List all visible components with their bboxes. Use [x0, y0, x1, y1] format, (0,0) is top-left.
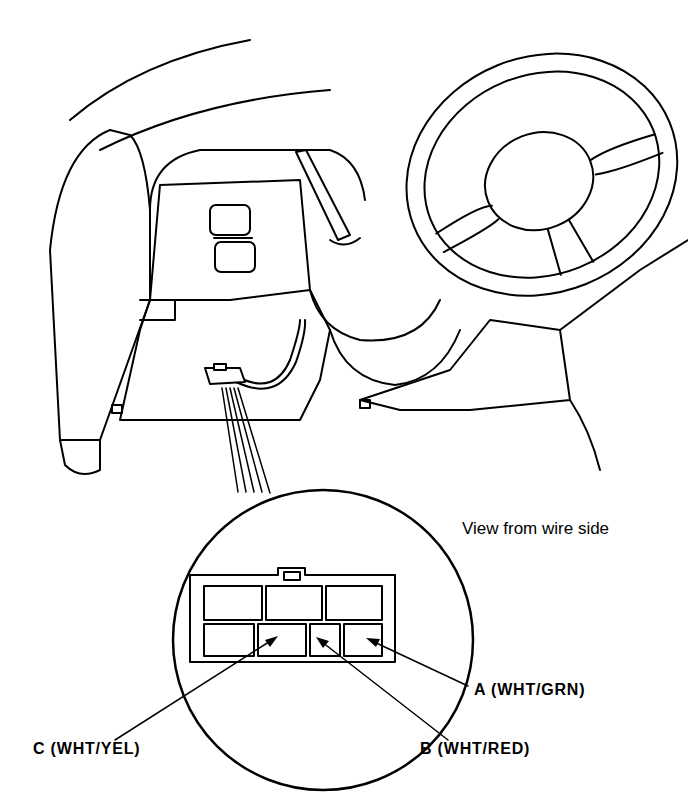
panel-screw [112, 405, 122, 413]
right-kick [570, 400, 600, 470]
dash-top-line [70, 40, 250, 120]
pin-label: B (WHT/RED) [420, 740, 530, 758]
harness-wire [240, 320, 300, 384]
steering-wheel [370, 14, 688, 336]
right-lower-dash [360, 320, 570, 410]
cavity [344, 624, 382, 656]
dash-left-panel [50, 130, 150, 440]
dash-left-foot [60, 440, 100, 474]
cavity [266, 586, 322, 620]
arrowhead [265, 636, 278, 647]
cavity [310, 624, 340, 656]
turn-signal-stalk [296, 150, 350, 240]
leader-line [115, 640, 272, 740]
leader-line [372, 641, 468, 686]
center-console [150, 180, 310, 300]
arrowhead [366, 638, 380, 647]
cavity [326, 586, 382, 620]
lower-dash-panel [120, 290, 330, 420]
right-screw [360, 400, 370, 408]
zoom-line [238, 388, 270, 493]
column-cover [330, 330, 460, 385]
stalk-base [330, 238, 360, 245]
view-note: View from wire side [462, 520, 609, 539]
connector-housing [190, 568, 395, 662]
leader-line [322, 642, 448, 740]
connector-lock [284, 572, 300, 580]
switch-lower [215, 242, 255, 272]
cavity [258, 624, 306, 656]
cavity [204, 624, 254, 656]
steering-column [310, 290, 440, 341]
pin-label: A (WHT/GRN) [474, 681, 585, 699]
connector-latch [214, 364, 226, 370]
right-dash-edge [560, 240, 688, 330]
zoom-line [234, 388, 262, 492]
pin-label: C (WHT/YEL) [33, 740, 140, 758]
switch-sep [214, 237, 252, 239]
cavity [204, 586, 262, 620]
panel-tab [140, 300, 175, 320]
switch-upper [210, 205, 250, 235]
arrowhead [316, 637, 329, 648]
harness-wire [236, 320, 305, 389]
